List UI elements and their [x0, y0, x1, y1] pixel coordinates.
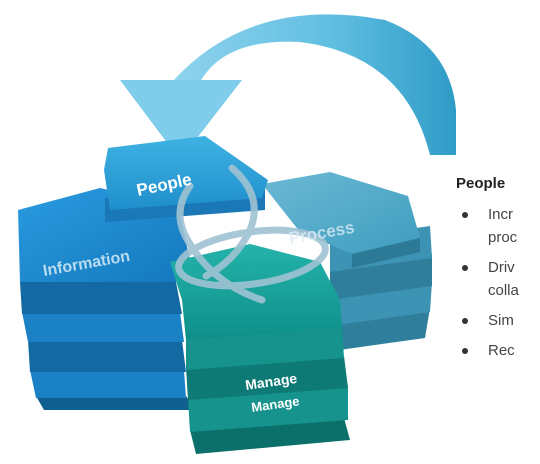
- process-hex: [262, 172, 420, 254]
- bullet-text-line1: Incr: [488, 206, 514, 223]
- bullet-text-line1: Rec: [488, 342, 515, 359]
- list-item: Incr proc: [456, 203, 540, 249]
- people-hex: [104, 136, 268, 210]
- manage-hex-stack: [170, 244, 350, 454]
- governance-diagram: People Process Information Manage Manage: [18, 14, 456, 454]
- bullet-dot-icon: [462, 212, 468, 218]
- bullet-dot-icon: [462, 318, 468, 324]
- manage-label-bottom: Manage: [250, 393, 300, 415]
- manage-label-top: Manage: [244, 370, 298, 393]
- list-item: Sim: [456, 309, 540, 332]
- panel-title: People: [456, 175, 506, 192]
- process-hex-stack: [262, 172, 432, 352]
- people-hex-stack: [104, 136, 268, 222]
- bullet-dot-icon: [462, 348, 468, 354]
- bullet-text-line2: proc: [488, 229, 518, 246]
- people-info-panel: People Incr proc Driv colla Sim Rec: [456, 175, 540, 464]
- bullet-text-line1: Driv: [488, 259, 515, 276]
- list-item: Rec: [456, 339, 540, 362]
- bullet-text-line1: Sim: [488, 312, 514, 329]
- information-hex-stack: [18, 188, 196, 410]
- list-item: Driv colla: [456, 256, 540, 302]
- bullet-text-line2: colla: [488, 282, 519, 299]
- knot-icon: [175, 164, 329, 304]
- bullet-list: Incr proc Driv colla Sim Rec: [456, 203, 540, 362]
- bullet-dot-icon: [462, 265, 468, 271]
- curved-arrow-icon: [120, 14, 456, 160]
